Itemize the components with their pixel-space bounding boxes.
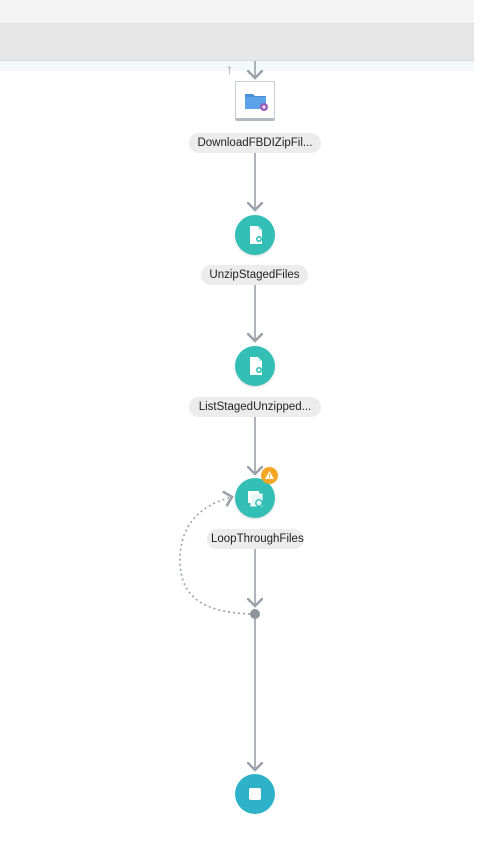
for-each-icon <box>248 491 263 507</box>
list-staged-unzipped-node[interactable] <box>235 346 275 386</box>
loop-through-files-label: LoopThroughFiles <box>207 529 304 549</box>
top-bar <box>0 0 480 24</box>
download-fbdi-label: DownloadFBDIZipFil... <box>189 133 321 153</box>
stage-file-icon <box>250 357 262 375</box>
stage-file-icon <box>250 226 262 244</box>
loop-back-connector <box>179 497 251 615</box>
list-staged-unzipped-label: ListStagedUnzipped... <box>189 397 321 417</box>
ftp-adapter-icon <box>245 94 268 111</box>
canvas-right-edge <box>474 0 480 845</box>
end-node[interactable] <box>235 774 275 814</box>
stop-icon <box>249 788 261 800</box>
unzip-staged-files-node[interactable] <box>235 215 275 255</box>
merge-point <box>250 609 260 619</box>
warning-icon[interactable] <box>261 467 278 484</box>
canvas-header-strip <box>0 61 480 71</box>
canvas-toolbar <box>0 24 480 61</box>
arrow-up-icon: ↑ <box>226 61 233 77</box>
loop-through-files-node[interactable] <box>235 478 275 518</box>
download-fbdi-node[interactable] <box>235 81 275 121</box>
unzip-staged-files-label: UnzipStagedFiles <box>201 265 308 285</box>
